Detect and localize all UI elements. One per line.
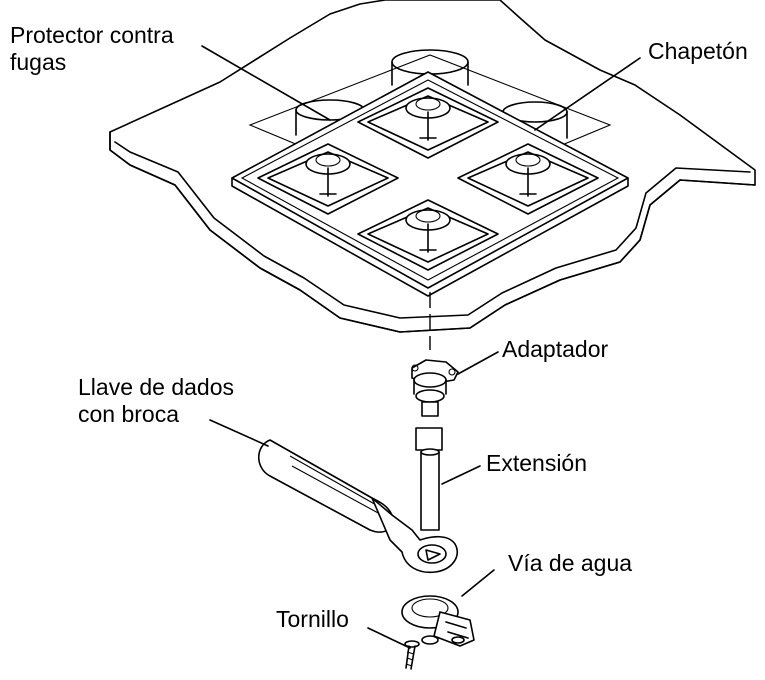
leak-guard-label-line1: Protector contra [10, 22, 174, 48]
nozzle-housing-right [457, 143, 599, 215]
socket-wrench-label: Llave de dados con broca [78, 374, 234, 428]
socket-wrench-label-line1: Llave de dados [78, 374, 235, 400]
waterway-part [401, 595, 475, 647]
screw-part [404, 640, 420, 670]
leak-guard-label: Protector contra fugas [10, 22, 174, 76]
adapter-label: Adaptador [502, 336, 609, 362]
escutcheon-label: Chapetón [648, 38, 748, 64]
leak-guard-label-line2: fugas [10, 49, 67, 75]
nozzle-housing-top [357, 87, 499, 159]
socket-wrench-label-line2: con broca [78, 401, 180, 427]
leader-lines [201, 45, 641, 649]
extension-label: Extensión [486, 450, 588, 476]
extension-part [415, 401, 443, 531]
waterway-label: Vía de agua [508, 550, 633, 576]
adapter-part [411, 359, 459, 403]
escutcheon-plate [231, 71, 629, 297]
screw-label: Tornillo [276, 606, 349, 632]
nozzle-housing-bottom [357, 199, 499, 271]
socket-wrench-part [257, 439, 459, 574]
nozzle-housing-left [257, 143, 399, 215]
